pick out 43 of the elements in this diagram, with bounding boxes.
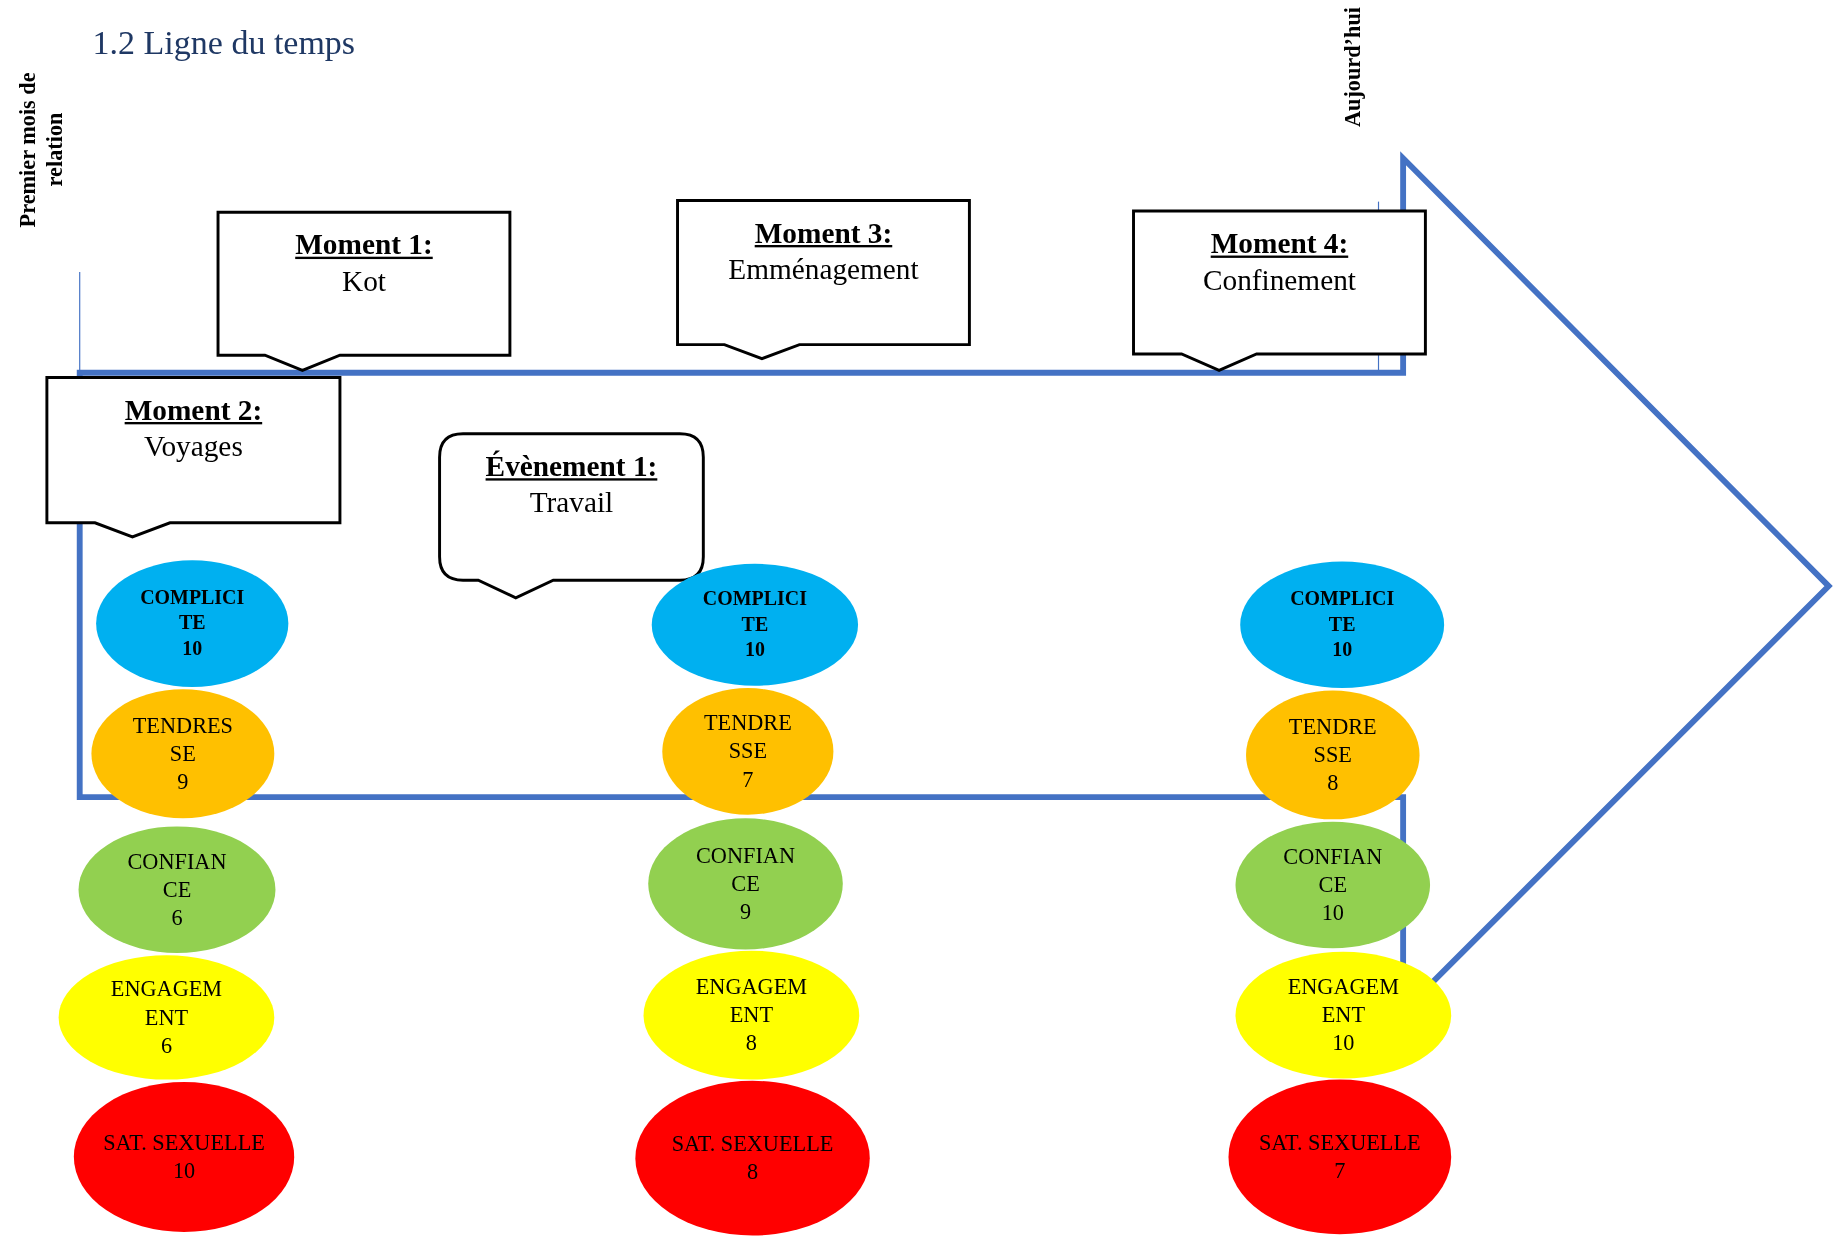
rating-value: 6	[171, 903, 183, 932]
rating-label: ENGAGEMENT	[1286, 973, 1400, 1029]
rating-label: CONFIANCE	[1282, 843, 1384, 899]
bubble-text: Emménagement	[728, 252, 919, 287]
bubble-text: Kot	[342, 263, 386, 299]
rating-value: 10	[172, 1157, 196, 1185]
rating-value: 7	[1334, 1157, 1346, 1185]
rating-label: CONFIANCE	[695, 841, 796, 898]
rating-value: 6	[160, 1031, 172, 1060]
rating-label: SAT. SEXUELLE	[102, 1129, 266, 1157]
bubble-text: Confinement	[1202, 262, 1356, 298]
rating-label: COMPLICITE	[1289, 586, 1396, 638]
rating-label: TENDRESSE	[131, 711, 234, 768]
rating-value: 8	[747, 1158, 759, 1186]
rating-label: ENGAGEMENT	[109, 975, 224, 1032]
rating-value: 10	[182, 636, 203, 662]
bubble-heading: Évènement 1:	[485, 449, 658, 484]
rating-value: 10	[1332, 637, 1353, 664]
bubble-heading: Moment 4:	[1210, 226, 1349, 262]
bubble-heading: Moment 1:	[295, 227, 433, 263]
rating-label: CONFIANCE	[126, 847, 228, 904]
rating-value: 7	[742, 765, 754, 794]
rating-value: 10	[744, 637, 765, 664]
bubble-heading: Moment 3:	[754, 215, 893, 251]
rating-label: ENGAGEMENT	[694, 973, 809, 1029]
vertical-label: Aujourd’hui	[1338, 7, 1366, 128]
rating-label: COMPLICITE	[701, 586, 808, 638]
rating-label: SAT. SEXUELLE	[1258, 1129, 1422, 1157]
rating-value: 8	[745, 1029, 757, 1057]
vertical-label: Premier mois de relation	[14, 70, 68, 230]
bubble-text: Voyages	[144, 429, 243, 464]
bubble-text: Travail	[529, 485, 614, 521]
rating-value: 10	[1332, 1029, 1355, 1057]
rating-label: TENDRESSE	[702, 709, 793, 766]
rating-value: 8	[1327, 769, 1339, 797]
rating-label: COMPLICITE	[139, 585, 246, 637]
rating-value: 10	[1321, 899, 1344, 927]
bubble-heading: Moment 2:	[124, 392, 263, 428]
rating-label: TENDRESSE	[1287, 712, 1378, 769]
rating-value: 9	[739, 898, 752, 926]
rating-label: SAT. SEXUELLE	[670, 1130, 835, 1158]
rating-value: 9	[177, 767, 189, 796]
title: 1.2 Ligne du temps	[92, 23, 356, 63]
